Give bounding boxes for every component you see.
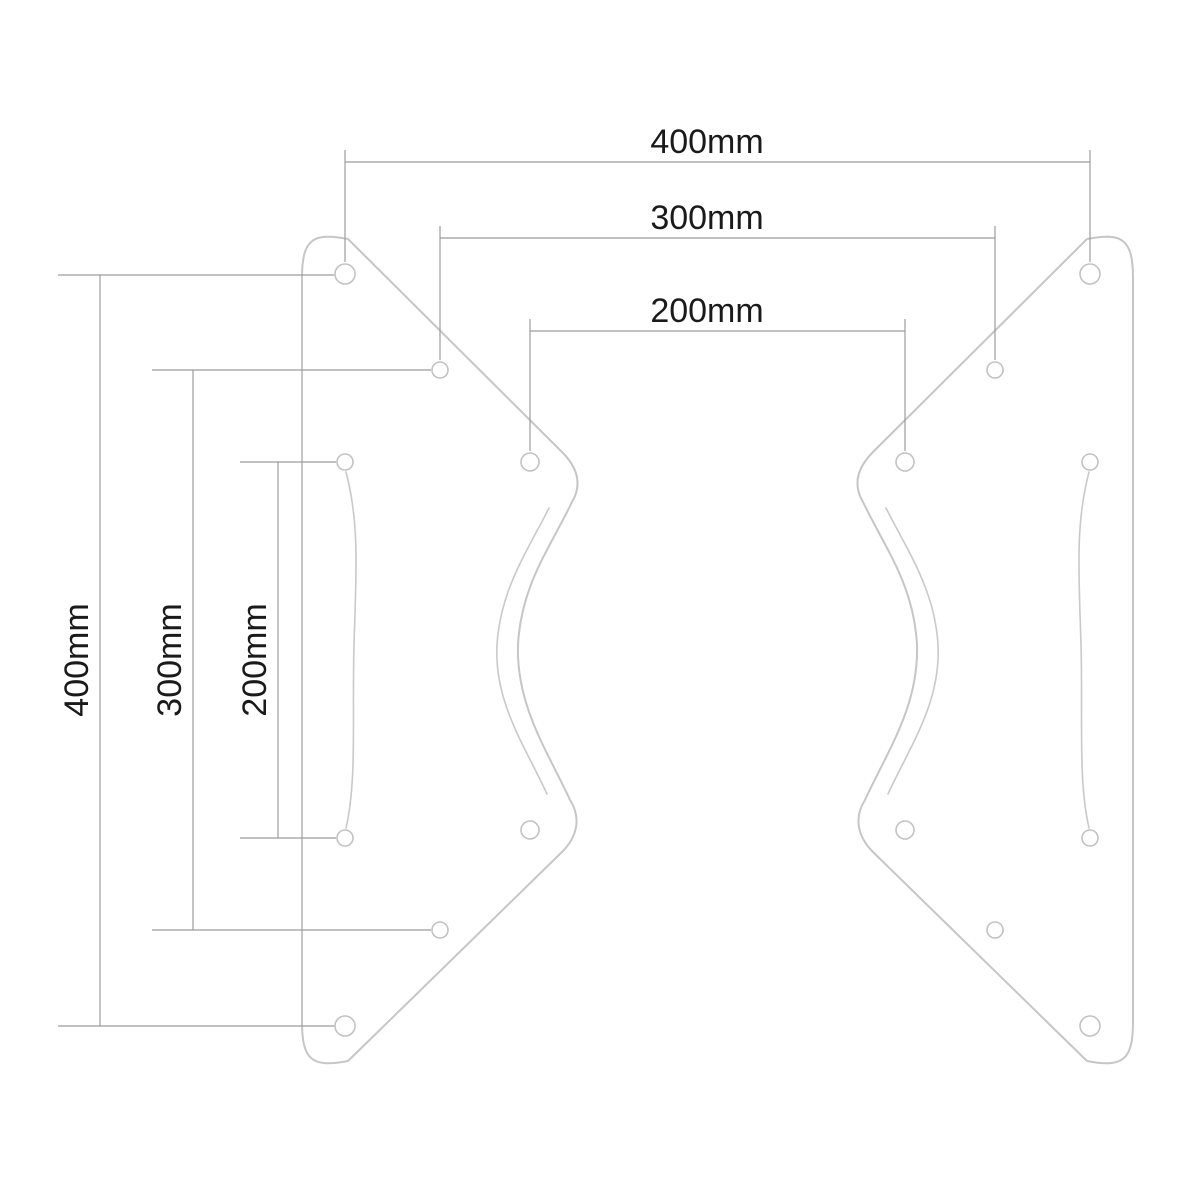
left-plate-neck-rib-line	[496, 507, 550, 795]
dim-vertical-300mm	[152, 369, 431, 931]
screw-hole	[336, 829, 354, 847]
dim-label-vertical-400mm: 400mm	[58, 603, 96, 716]
dim-label-horizontal-200mm: 200mm	[650, 292, 763, 330]
screw-hole	[986, 921, 1004, 939]
left-plate-holes	[334, 263, 540, 1037]
right-plate-holes	[895, 263, 1101, 1037]
left-plate-outline	[301, 235, 579, 1065]
dim-horizontal-300mm	[439, 226, 996, 360]
left-plate-edge-rib-line	[345, 471, 357, 829]
screw-hole	[520, 820, 540, 840]
screw-hole	[520, 452, 540, 472]
dim-vertical-400mm	[58, 274, 334, 1027]
screw-hole	[1081, 453, 1099, 471]
dim-label-horizontal-400mm: 400mm	[650, 123, 763, 161]
screw-hole	[1081, 829, 1099, 847]
left-plate	[301, 235, 579, 1065]
dim-vertical-200mm	[240, 461, 336, 839]
screw-hole	[334, 1015, 356, 1037]
right-plate-outline	[856, 235, 1134, 1065]
screw-hole	[895, 820, 915, 840]
screw-hole	[1079, 263, 1101, 285]
right-plate-neck-rib-line	[885, 507, 939, 795]
screw-hole	[895, 452, 915, 472]
screw-hole	[334, 263, 356, 285]
dim-label-horizontal-300mm: 300mm	[650, 199, 763, 237]
screw-hole	[986, 361, 1004, 379]
right-plate	[856, 235, 1134, 1065]
dim-label-vertical-300mm: 300mm	[151, 603, 189, 716]
screw-hole	[431, 921, 449, 939]
screw-hole	[431, 361, 449, 379]
dim-horizontal-200mm	[529, 319, 906, 451]
right-plate-edge-rib-line	[1078, 471, 1090, 829]
screw-hole	[1079, 1015, 1101, 1037]
screw-hole	[336, 453, 354, 471]
dim-horizontal-400mm	[344, 150, 1091, 262]
dim-label-vertical-200mm: 200mm	[236, 603, 274, 716]
